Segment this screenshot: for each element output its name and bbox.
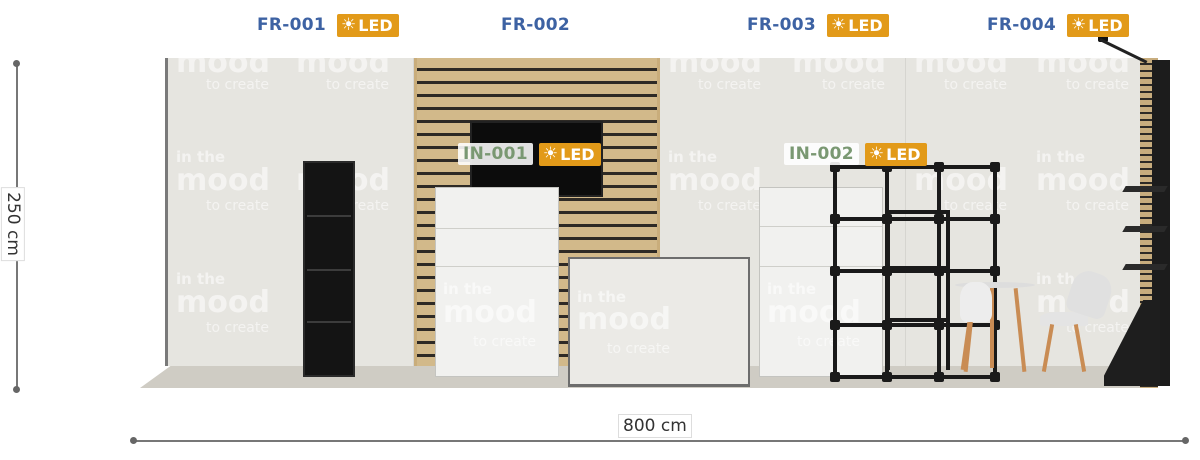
height-dimension-label: 250 cm xyxy=(0,187,25,261)
chair-seat xyxy=(1040,312,1088,326)
insert-code: IN-002 xyxy=(784,143,859,165)
wall-panel-fr-001 xyxy=(168,58,414,366)
led-badge: ☀LED xyxy=(337,13,399,37)
bistro-table xyxy=(955,282,1035,288)
sun-icon: ☀ xyxy=(868,143,885,164)
led-badge: ☀LED xyxy=(864,142,927,166)
frame-code: FR-003 xyxy=(742,14,822,36)
sun-icon: ☀ xyxy=(542,143,559,164)
width-dimension-label: 800 cm xyxy=(618,414,692,438)
display-cabinet-left xyxy=(435,187,559,377)
spotlight-icon xyxy=(1098,34,1108,42)
frame-code: FR-001 xyxy=(252,14,332,36)
label-fr-002: FR-002 xyxy=(496,12,576,38)
frame-code: FR-004 xyxy=(982,14,1062,36)
black-shelf-unit xyxy=(303,161,355,377)
sun-icon: ☀ xyxy=(1071,14,1087,35)
label-in-002: IN-002 ☀LED xyxy=(784,141,927,167)
led-badge: ☀LED xyxy=(538,142,601,166)
label-fr-001: FR-001 ☀LED xyxy=(252,12,399,38)
height-dimension-end xyxy=(13,60,20,67)
wall-shelf xyxy=(1122,264,1168,270)
width-dimension-end xyxy=(1182,437,1189,444)
label-fr-003: FR-003 ☀LED xyxy=(742,12,889,38)
led-badge: ☀LED xyxy=(827,13,889,37)
chair-back xyxy=(960,282,992,322)
wall-shelf xyxy=(1122,186,1168,192)
label-fr-004: FR-004 ☀LED xyxy=(982,12,1129,38)
wall-shelf xyxy=(1122,226,1168,232)
width-dimension-end xyxy=(130,437,137,444)
reception-counter xyxy=(568,257,750,387)
width-dimension-line xyxy=(134,440,1186,442)
frame-code: FR-002 xyxy=(496,14,576,36)
led-badge: ☀LED xyxy=(1067,13,1129,37)
wall-edge-left xyxy=(165,58,168,366)
table-leg xyxy=(990,288,994,368)
sun-icon: ☀ xyxy=(341,14,357,35)
height-dimension-end xyxy=(13,386,20,393)
sun-icon: ☀ xyxy=(831,14,847,35)
tube-display-rack-back xyxy=(886,210,956,370)
label-in-001: IN-001 ☀LED xyxy=(458,141,601,167)
insert-code: IN-001 xyxy=(458,143,533,165)
